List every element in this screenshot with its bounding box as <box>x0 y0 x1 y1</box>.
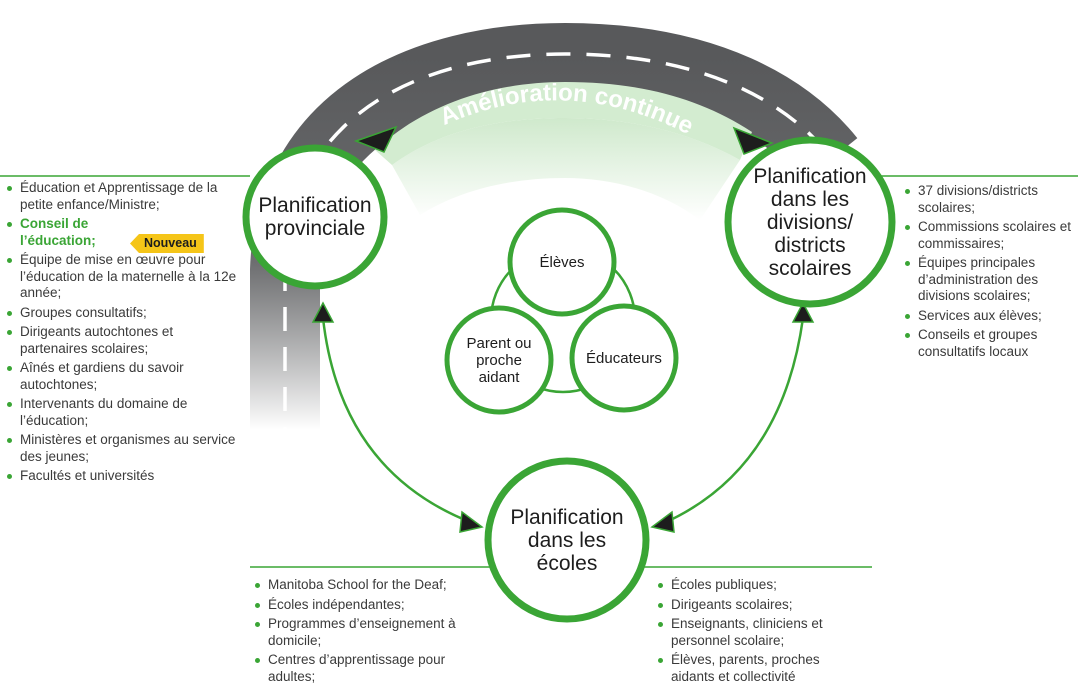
label-eleves: Élèves <box>539 253 585 271</box>
arrowhead-divisions <box>791 301 815 323</box>
list-item: 37 divisions/districts scolaires; <box>902 183 1076 216</box>
list-item: Dirigeants autochtones et partenaires sc… <box>4 324 242 357</box>
improvement-band-fade <box>392 118 740 220</box>
label-educateurs: Éducateurs <box>586 349 662 367</box>
list-item: Manitoba School for the Deaf; <box>252 577 488 594</box>
list-item: Conseil de l’éducation; <box>4 216 124 249</box>
new-badge: Nouveau <box>130 234 204 253</box>
list-item: Dirigeants scolaires; <box>655 597 860 614</box>
list-item: Intervenants du domaine de l’éducation; <box>4 396 242 429</box>
list-item: Ministères et organismes au service des … <box>4 432 242 465</box>
list-item: Enseignants, cliniciens et personnel sco… <box>655 616 860 649</box>
arrowhead-arc-left <box>353 125 398 153</box>
connector-provincial-ecoles <box>321 317 471 524</box>
list-provincial-partners: Éducation et Apprentissage de la petite … <box>4 180 242 488</box>
circle-ecoles <box>484 457 650 623</box>
arrowhead-provincial <box>311 301 335 323</box>
list-school-partners: Écoles publiques; Dirigeants scolaires; … <box>655 577 860 688</box>
list-item: Éducation et Apprentissage de la petite … <box>4 180 242 213</box>
list-item: Groupes consultatifs; <box>4 305 242 322</box>
circle-parent <box>444 305 554 415</box>
list-item: Équipes principales d’administration des… <box>902 255 1076 305</box>
list-item: Élèves, parents, proches aidants et coll… <box>655 652 860 685</box>
list-item: Écoles publiques; <box>655 577 860 594</box>
circle-divisions <box>724 136 896 308</box>
list-school-types: Manitoba School for the Deaf; Écoles ind… <box>252 577 488 688</box>
arrowhead-ecoles-right <box>650 510 675 533</box>
circle-eleves <box>507 207 617 317</box>
arrowhead-arc-right <box>732 126 775 155</box>
list-item: Conseils et groupes consultatifs locaux <box>902 327 1076 360</box>
list-item: Équipe de mise en œuvre pour l’éducation… <box>4 252 242 302</box>
list-item: Aînés et gardiens du savoir autochtones; <box>4 360 242 393</box>
connector-divisions-ecoles <box>663 317 805 525</box>
list-division-partners: 37 divisions/districts scolaires; Commis… <box>902 183 1076 363</box>
list-item: Programmes d’enseignement à domicile; <box>252 616 488 649</box>
circle-educateurs <box>569 303 679 413</box>
list-item: Services aux élèves; <box>902 308 1076 325</box>
improvement-band <box>375 82 752 165</box>
list-item: Écoles indépendantes; <box>252 597 488 614</box>
arrowhead-ecoles-left <box>459 510 484 533</box>
list-item: Commissions scolaires et commissaires; <box>902 219 1076 252</box>
list-item: Centres d’apprentissage pour adultes; <box>252 652 488 685</box>
circle-provincial <box>242 144 388 290</box>
list-item: Facultés et universités <box>4 468 242 485</box>
